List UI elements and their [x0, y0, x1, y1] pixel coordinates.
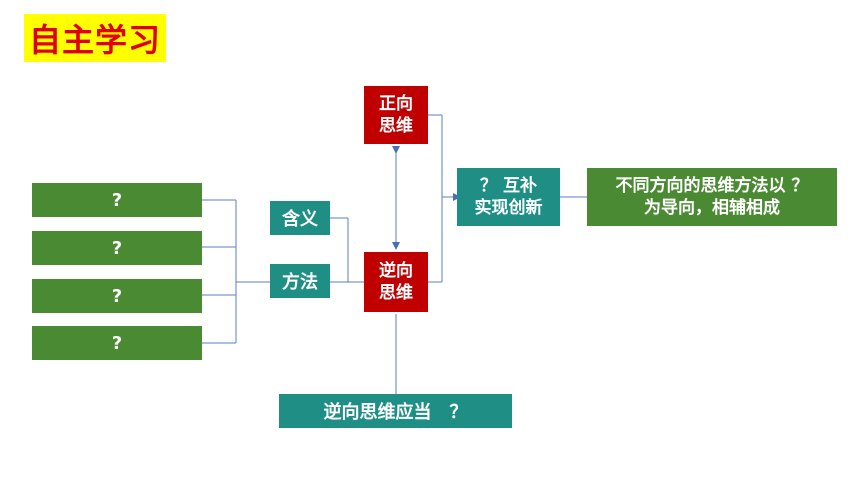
meaning-box: 含义: [270, 201, 330, 235]
page-title: 自主学习: [24, 14, 166, 62]
complement-box: ？ 互补 实现创新: [457, 168, 560, 226]
left-item-1: ?: [32, 183, 202, 217]
reverse-thinking-should-box: 逆向思维应当 ？: [279, 394, 512, 428]
conclusion-box: 不同方向的思维方法以 ？ 为导向，相辅相成: [587, 168, 837, 226]
left-item-4: ?: [32, 326, 202, 360]
reverse-thinking-box: 逆向 思维: [364, 252, 428, 312]
left-item-3: ?: [32, 279, 202, 313]
left-item-2: ?: [32, 231, 202, 265]
method-box: 方法: [270, 264, 330, 298]
forward-thinking-box: 正向 思维: [364, 86, 428, 144]
